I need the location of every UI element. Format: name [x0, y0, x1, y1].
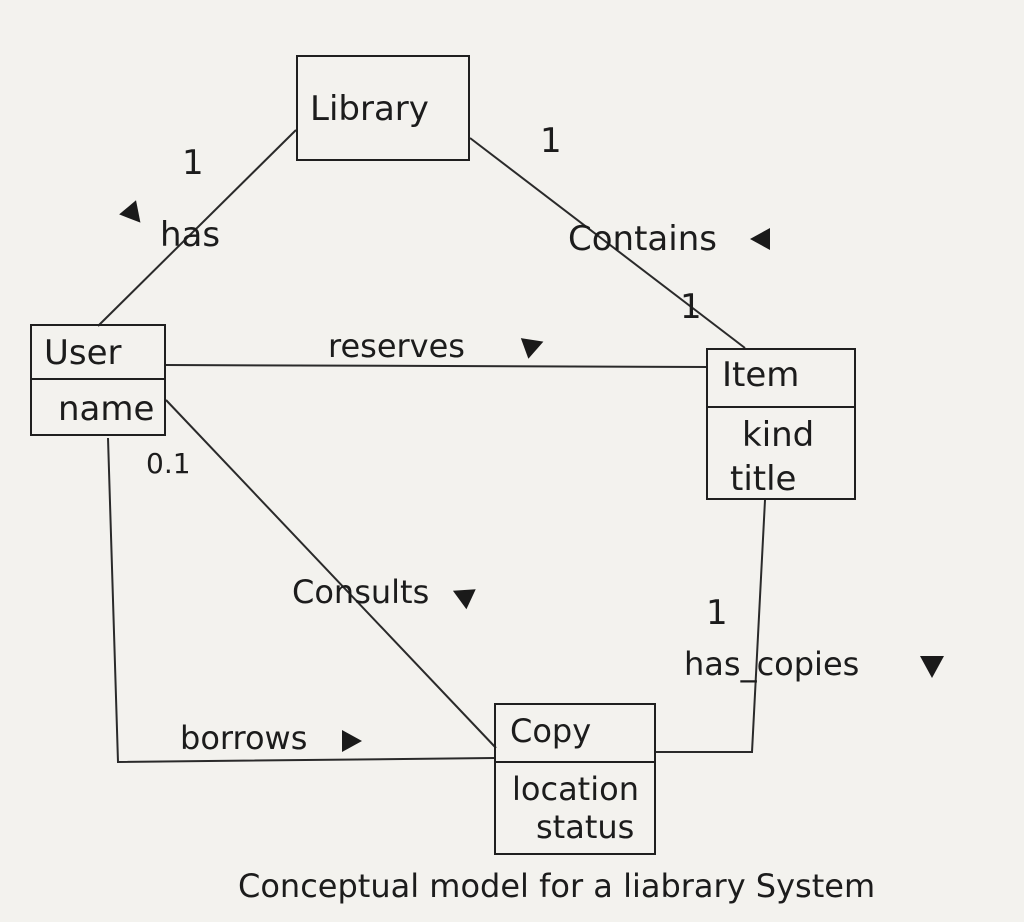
- diagram-caption: Conceptual model for a liabrary System: [238, 867, 876, 905]
- relationship-borrows-label: borrows: [180, 719, 308, 757]
- copy-attribute-status: status: [536, 808, 635, 846]
- copy-entity-divider: [496, 761, 654, 763]
- has-copies-direction-arrow-icon: [920, 656, 944, 678]
- item-entity-name: Item: [722, 355, 800, 395]
- item-attribute-title: title: [730, 459, 797, 499]
- item-entity: Item kind title: [706, 348, 856, 500]
- contains-direction-arrow-icon: [750, 228, 770, 250]
- user-entity-divider: [32, 378, 164, 380]
- line-library-item: [469, 137, 746, 349]
- multiplicity-user-consults: 0.1: [146, 447, 191, 480]
- item-entity-divider: [708, 406, 854, 408]
- line-user-copy-borrows: [107, 437, 495, 764]
- multiplicity-library-has: 1: [182, 143, 204, 183]
- library-entity: Library: [296, 55, 470, 161]
- relationship-reserves-label: reserves: [328, 327, 465, 365]
- relationship-contains-label: Contains: [568, 219, 717, 259]
- multiplicity-library-contains: 1: [540, 121, 562, 161]
- library-entity-name: Library: [310, 89, 429, 129]
- relationship-has-copies-label: has_copies: [684, 645, 860, 683]
- multiplicity-item-has-copies: 1: [706, 593, 728, 633]
- line-item-copy-has-copies: [656, 499, 766, 753]
- line-user-copy-consults: [165, 399, 497, 749]
- copy-attribute-location: location: [512, 770, 639, 808]
- user-entity: User name: [30, 324, 166, 436]
- item-attribute-kind: kind: [742, 415, 815, 455]
- user-entity-name: User: [44, 333, 122, 373]
- relationship-has-label: has: [160, 215, 221, 255]
- copy-entity-name: Copy: [510, 712, 592, 750]
- borrows-direction-arrow-icon: [342, 730, 362, 752]
- user-attribute-name: name: [58, 389, 155, 429]
- multiplicity-item-contains: 1: [680, 287, 702, 327]
- line-library-user: [97, 129, 297, 327]
- relationship-consults-label: Consults: [292, 573, 430, 611]
- copy-entity: Copy location status: [494, 703, 656, 855]
- line-user-item: [165, 364, 709, 368]
